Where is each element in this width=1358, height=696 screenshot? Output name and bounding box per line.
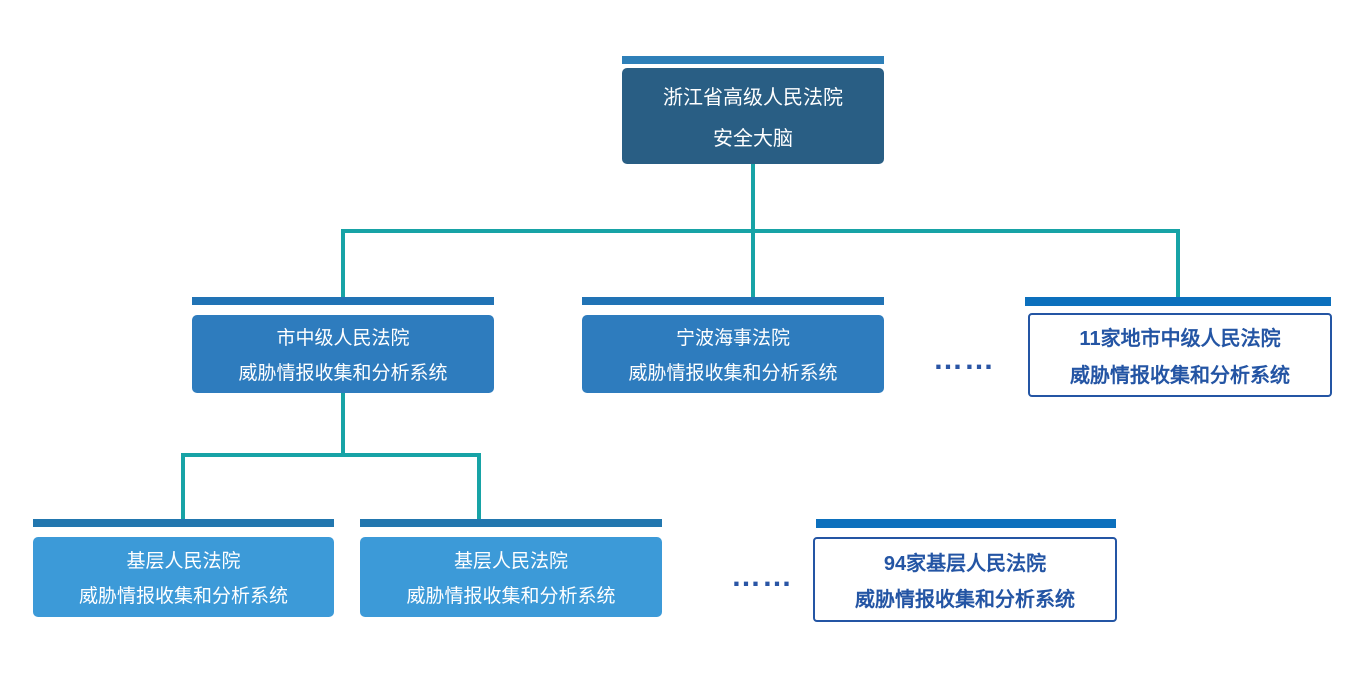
node-ningbo-court-line2: 威胁情报收集和分析系统 <box>628 363 838 384</box>
ellipsis-bottom-row: …… <box>731 560 793 593</box>
node-basic-court-1-line1: 基层人民法院 <box>126 550 241 572</box>
connector-drop-ningbo <box>751 229 755 297</box>
node-cities-summary-line1: 11家地市中级人民法院 <box>1079 328 1281 351</box>
node-intermediate-court-line1: 市中级人民法院 <box>276 328 410 349</box>
node-basic-court-2-line1: 基层人民法院 <box>453 550 568 572</box>
node-intermediate-court-line2: 威胁情报收集和分析系统 <box>238 363 448 384</box>
node-intermediate-court: 市中级人民法院 威胁情报收集和分析系统 <box>192 315 494 393</box>
node-basic-summary-line1: 94家基层人民法院 <box>883 552 1047 575</box>
node-ningbo-court-line1: 宁波海事法院 <box>675 328 790 349</box>
node-basic-court-1-line2: 威胁情报收集和分析系统 <box>78 586 288 608</box>
node-cities-summary-line2: 威胁情报收集和分析系统 <box>1070 364 1290 387</box>
node-ningbo-maritime-court: 宁波海事法院 威胁情报收集和分析系统 <box>582 315 884 393</box>
ellipsis-middle-row: …… <box>933 343 995 376</box>
accent-bar-ningbo-court <box>582 297 884 305</box>
node-basic-summary-line2: 威胁情报收集和分析系统 <box>855 589 1075 612</box>
node-basic-court-1: 基层人民法院 威胁情报收集和分析系统 <box>33 537 334 617</box>
connector-drop-cities <box>1176 229 1180 297</box>
accent-bar-basic-court-2 <box>360 519 662 527</box>
connector-level2-horizontal <box>181 453 481 457</box>
connector-intermediate-stem <box>341 393 345 455</box>
accent-bar-intermediate-court <box>192 297 494 305</box>
connector-level1-horizontal <box>341 229 1180 233</box>
node-root: 浙江省高级人民法院 安全大脑 <box>622 68 884 164</box>
accent-bar-root <box>622 56 884 64</box>
node-root-line2: 安全大脑 <box>713 128 793 151</box>
node-basic-court-2: 基层人民法院 威胁情报收集和分析系统 <box>360 537 662 617</box>
connector-drop-intermediate <box>341 229 345 297</box>
accent-bar-basic-summary <box>816 519 1116 528</box>
connector-root-stem <box>751 164 755 233</box>
node-basic-court-2-line2: 威胁情报收集和分析系统 <box>406 586 616 608</box>
connector-drop-basic-1 <box>181 453 185 519</box>
node-basic-summary: 94家基层人民法院 威胁情报收集和分析系统 <box>813 537 1117 622</box>
accent-bar-cities-summary <box>1025 297 1331 306</box>
accent-bar-basic-court-1 <box>33 519 334 527</box>
node-cities-summary: 11家地市中级人民法院 威胁情报收集和分析系统 <box>1028 313 1332 397</box>
node-root-line1: 浙江省高级人民法院 <box>663 86 843 109</box>
connector-drop-basic-2 <box>477 453 481 519</box>
